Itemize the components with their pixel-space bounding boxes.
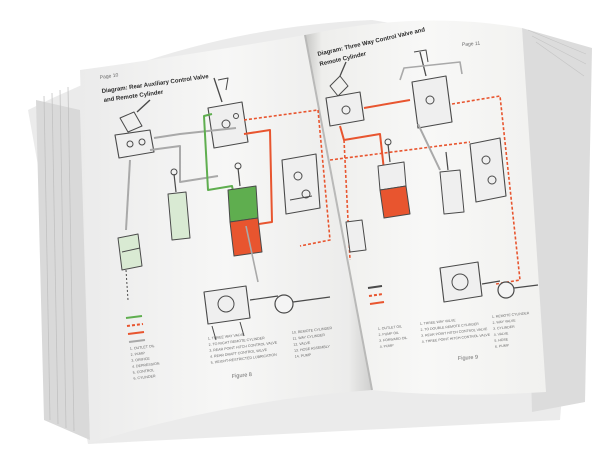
legend-item: 4. REAR DRAFT CONTROL VALVE xyxy=(210,348,268,359)
legend-item: 1. OUTLET OIL xyxy=(378,324,403,331)
left-figure-caption: Figure 8 xyxy=(232,372,253,380)
legend-item: 4. VALVE xyxy=(494,331,510,337)
legend-item: 4. PUMP xyxy=(380,343,395,349)
legend-item: 11. WAY CYLINDER xyxy=(292,333,325,341)
legend-item: 4. THREE POINT HITCH CONTROL VALVE xyxy=(422,333,491,344)
left-legend-swatches xyxy=(125,315,146,343)
right-legend-col2: 1. THREE WAY VALVE 2. TO DOUBLE REMOTE C… xyxy=(420,318,491,344)
legend-item: 2. TO DOUBLE REMOTE CYLINDER xyxy=(420,322,479,332)
legend-item: 1. THREE WAY VALVE xyxy=(208,332,246,341)
legend-item: 2. TO RIGHT REMOTE CYLINDER xyxy=(208,336,265,347)
legend-item: 14. PUMP xyxy=(295,353,312,359)
legend-item: 2. PUMP OIL xyxy=(378,331,399,337)
left-legend-col1: 1. OUTLET OIL 2. PUMP 3. ORIFICE 4. DEPR… xyxy=(130,344,160,381)
legend-item: 1. OUTLET OIL xyxy=(130,344,155,351)
legend-item: 5. HOSE xyxy=(494,337,509,342)
right-hydraulic-schematic xyxy=(325,49,539,303)
left-page xyxy=(80,35,372,443)
legend-item: 2. WAY VALVE xyxy=(492,318,516,324)
legend-item: 3. REAR POINT HITCH CONTROL VALVE xyxy=(421,327,488,338)
left-page-number: Page 10 xyxy=(99,72,118,81)
right-page xyxy=(305,20,546,395)
right-legend-swatches xyxy=(367,285,385,305)
legend-item: 5. CONTROL xyxy=(133,368,155,375)
book-spine xyxy=(304,34,373,391)
right-figure-caption: Figure 9 xyxy=(458,355,479,362)
legend-item: 3. FORWARD OIL xyxy=(379,336,408,343)
legend-item: 1. THREE WAY VALVE xyxy=(420,318,457,326)
legend-item: 4. DEPRESSION xyxy=(132,361,160,368)
right-legend-col3: 1. REMOTE CYLINDER 2. WAY VALVE 3. CYLIN… xyxy=(492,311,530,349)
legend-item: 13. HOSE ASSEMBLY xyxy=(294,344,331,352)
legend-item: 6. PUMP xyxy=(495,343,510,349)
legend-item: 1. REMOTE CYLINDER xyxy=(492,311,530,319)
legend-item: 12. VALVE xyxy=(293,341,311,347)
right-legend-col1: 1. OUTLET OIL 2. PUMP OIL 3. FORWARD OIL… xyxy=(378,324,408,349)
legend-item: 10. REMOTE CYLINDER xyxy=(292,326,333,335)
legend-item: 2. PUMP xyxy=(130,351,145,357)
legend-item: 3. CYLINDER xyxy=(493,325,515,331)
left-legend-col3: 10. REMOTE CYLINDER 11. WAY CYLINDER 12.… xyxy=(292,326,333,359)
right-page-number: Page 11 xyxy=(462,41,481,48)
left-hydraulic-schematic xyxy=(114,77,331,341)
legend-item: 3. ORIFICE xyxy=(131,357,151,363)
legend-item: 6. CYLINDER xyxy=(133,374,156,381)
